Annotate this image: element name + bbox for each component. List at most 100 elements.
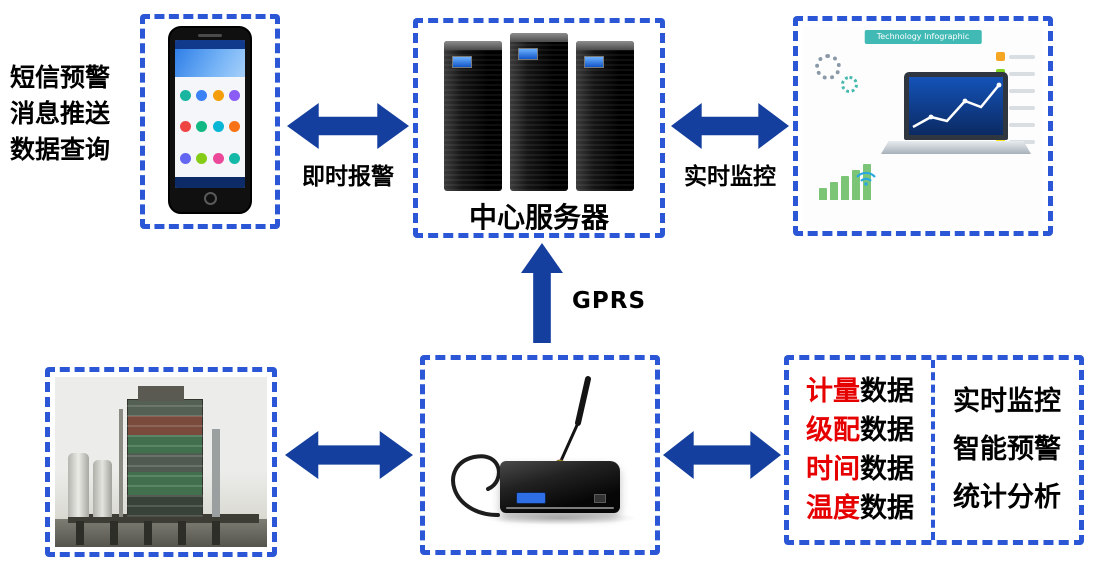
infographic-banner: Technology Infographic [864, 30, 982, 44]
plant-tower-top [137, 386, 185, 401]
app-icon [179, 121, 191, 133]
plant-silo [93, 460, 113, 517]
bar-chart-icon [819, 164, 871, 200]
server-panel: 中心服务器 [413, 18, 665, 238]
legend-row [996, 52, 1035, 61]
app-icon [212, 152, 224, 164]
data-panel: 计量数据 级配数据 时间数据 温度数据 实时监控 智能预警 统计分析 [784, 355, 1084, 545]
phone-server-arrow-label: 即时报警 [302, 164, 394, 190]
bar [841, 176, 849, 200]
phone-status-bar [175, 40, 245, 49]
app-icon [179, 152, 191, 164]
app-icon [196, 152, 208, 164]
plant-mixing-tower [127, 399, 204, 517]
gprs-label: GPRS [572, 288, 647, 314]
plant-supports [76, 521, 246, 545]
phone-function-line: 消息推送 [10, 99, 111, 128]
bar [852, 170, 860, 200]
monitor-panel: Technology Infographic [793, 16, 1053, 236]
bar [830, 182, 838, 200]
phone-function-line: 短信预警 [10, 63, 111, 92]
laptop-icon [881, 72, 1031, 154]
metric-rest: 数据 [860, 493, 914, 524]
plant-modem-arrow-icon [285, 431, 413, 479]
server-tower-icon [510, 33, 568, 191]
app-icon [196, 121, 208, 133]
server-laptop-arrow-label: 实时监控 [684, 164, 776, 190]
phone-app-grid [175, 77, 245, 177]
app-icon [229, 152, 241, 164]
server-towers-icon [418, 29, 660, 191]
modem-shadow [482, 511, 638, 525]
gear-icon [815, 54, 841, 80]
smartphone-icon [168, 26, 252, 214]
asphalt-plant-photo [55, 377, 267, 547]
app-icon [179, 90, 191, 102]
plant-deck [67, 514, 259, 523]
phone-screen [175, 40, 245, 188]
server-screen [518, 48, 538, 60]
modem-panel [420, 355, 660, 555]
server-tower-icon [444, 41, 502, 191]
function-line: 实时监控 [953, 386, 1061, 417]
metric-rest: 数据 [860, 415, 914, 446]
legend-line [1009, 54, 1035, 59]
legend-dot [996, 52, 1005, 61]
phone-functions-text: 短信预警 消息推送 数据查询 [10, 60, 140, 168]
modem-body [500, 461, 620, 513]
legend-line [1009, 122, 1035, 127]
phone-function-line: 数据查询 [10, 135, 111, 164]
server-screen [452, 56, 472, 68]
plant-stack [211, 429, 221, 517]
phone-nav-bar [175, 177, 245, 188]
modem-data-arrow-icon [663, 431, 781, 479]
bar [819, 188, 827, 200]
server-caption: 中心服务器 [468, 201, 609, 234]
phone-panel [140, 14, 280, 229]
metric-line: 时间数据 [789, 450, 931, 489]
app-icon [229, 121, 241, 133]
plant-scaffold [127, 399, 204, 517]
app-icon [229, 90, 241, 102]
plant-mast [118, 409, 123, 517]
metric-line: 计量数据 [789, 372, 931, 411]
metric-rest: 数据 [860, 376, 914, 407]
metric-highlight: 计量 [806, 376, 860, 407]
metric-line: 温度数据 [789, 489, 931, 528]
plant-panel [45, 367, 277, 557]
metric-highlight: 温度 [806, 493, 860, 524]
phone-home-button [203, 192, 217, 205]
metric-highlight: 级配 [806, 415, 860, 446]
laptop-infographic-icon: Technology Infographic [803, 26, 1043, 226]
plant-silo [67, 453, 89, 517]
gprs-modem-icon [430, 365, 650, 545]
legend-line [1009, 71, 1035, 76]
laptop-screen [904, 72, 1008, 140]
legend-line [1009, 105, 1035, 110]
data-metrics-column: 计量数据 级配数据 时间数据 温度数据 [789, 360, 935, 540]
line-chart-icon [912, 82, 1002, 129]
app-icon [212, 90, 224, 102]
serial-port-icon [516, 492, 546, 504]
laptop-base [881, 141, 1031, 154]
power-port-icon [594, 494, 606, 503]
app-icon [212, 121, 224, 133]
data-functions-column: 实时监控 智能预警 统计分析 [935, 360, 1079, 540]
app-icon [196, 90, 208, 102]
server-laptop-arrow-icon [671, 103, 789, 149]
metric-highlight: 时间 [806, 454, 860, 485]
phone-banner [175, 49, 245, 77]
bar [863, 164, 871, 200]
function-line: 统计分析 [953, 482, 1061, 513]
server-tower-icon [576, 41, 634, 191]
gear-icon [841, 76, 858, 93]
wifi-icon [856, 171, 876, 186]
metric-rest: 数据 [860, 454, 914, 485]
legend-line [1009, 88, 1035, 93]
phone-server-arrow-icon [287, 103, 409, 149]
phone-speaker [198, 34, 222, 37]
server-screen [584, 56, 604, 68]
function-line: 智能预警 [953, 434, 1061, 465]
antenna-cable-icon [451, 376, 591, 517]
